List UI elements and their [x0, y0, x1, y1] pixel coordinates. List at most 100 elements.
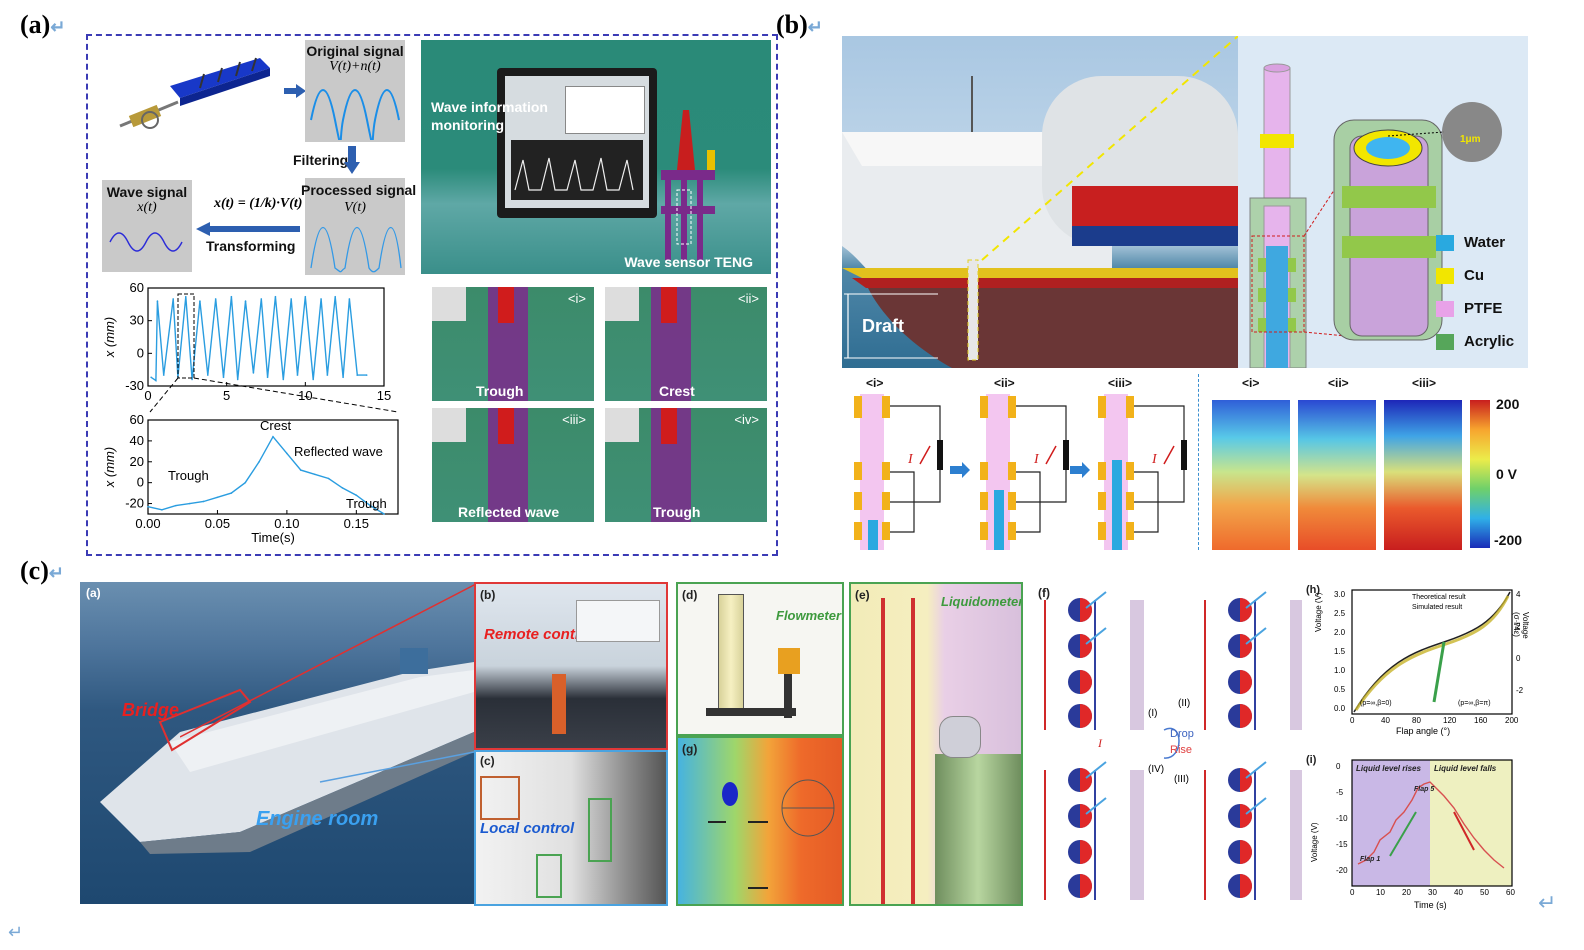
- flowmeter-photo: (d) Flowmeter: [676, 582, 844, 736]
- y-tick-label: -20: [125, 496, 144, 511]
- annotation: Trough: [168, 468, 209, 483]
- x-tick-label: 0.10: [274, 516, 299, 531]
- data-point: [244, 300, 247, 302]
- data-point: [214, 298, 217, 300]
- tick-label: 4: [1516, 590, 1521, 599]
- tick-label: -5: [1336, 788, 1344, 797]
- series-line: [150, 296, 367, 382]
- engine-room-label: Engine room: [256, 808, 379, 830]
- data-point: [161, 509, 163, 511]
- field-simulation: (g): [676, 736, 844, 906]
- tick-label: 3.0: [1334, 590, 1346, 599]
- x-tick-label: 5: [223, 388, 230, 403]
- x-tick-label: 0: [144, 388, 151, 403]
- tick-label: 2.5: [1334, 609, 1346, 618]
- filtering-label: Filtering: [293, 152, 349, 168]
- teng-structure: 1μm: [1238, 36, 1528, 369]
- data-point: [155, 379, 157, 382]
- series-line: [147, 435, 385, 515]
- tick-label: 50: [1480, 888, 1489, 897]
- data-point: [383, 513, 385, 515]
- data-point: [282, 378, 285, 381]
- annotation: Trough: [346, 496, 387, 511]
- chart-i: (i) Liquid level rises Liquid level fall…: [1306, 754, 1515, 910]
- tick-label: 0: [1516, 654, 1521, 663]
- data-point: [172, 298, 174, 300]
- transform-formula: x(t) = (1/k)·V(t): [214, 196, 303, 211]
- liquidometer-photo: (e) Liquidometer: [849, 582, 1023, 906]
- data-point: [313, 473, 316, 476]
- tick-label: 20: [1402, 888, 1411, 897]
- data-point: [252, 372, 255, 374]
- data-point: [260, 298, 263, 300]
- data-point: [147, 505, 149, 508]
- y-tick-label: 60: [130, 280, 144, 295]
- tick-label: 2: [1516, 622, 1521, 631]
- y-axis-label: x (mm): [102, 447, 117, 488]
- remote-control-photo: (b) Remote control: [474, 582, 668, 750]
- sub-photo-3: <iii> Reflected wave: [432, 408, 594, 522]
- data-point: [206, 374, 209, 376]
- y-axis-label: x (mm): [102, 317, 117, 358]
- y-tick-label: 30: [130, 313, 144, 328]
- tick-label: 1.5: [1334, 647, 1346, 656]
- annotation: Crest: [260, 418, 291, 433]
- data-point: [177, 376, 179, 379]
- data-point: [202, 500, 205, 503]
- y-tick-label: 0: [137, 345, 144, 360]
- data-point: [327, 477, 330, 480]
- x-axis-label: Time(s): [251, 530, 295, 545]
- data-point: [174, 504, 177, 507]
- data-point: [236, 378, 239, 381]
- return-mark: ↵: [8, 922, 24, 942]
- data-point: [334, 295, 337, 298]
- data-point: [222, 376, 225, 379]
- tick-label: 160: [1474, 716, 1488, 725]
- data-point: [191, 378, 193, 381]
- tick-label: -15: [1336, 840, 1348, 849]
- return-mark: ↵: [1538, 890, 1557, 915]
- y-tick-label: 0: [137, 475, 144, 490]
- tick-label: 80: [1412, 716, 1421, 725]
- legend-b: Water Cu PTFE Acrylic: [1436, 234, 1514, 350]
- data-point: [320, 298, 322, 300]
- data-point: [150, 376, 152, 379]
- flap-circuits: (f) Drop Rise (I) (II) (IV) (III) I: [1034, 580, 1305, 910]
- wave-signal-box: Wave signal x(t): [102, 180, 192, 272]
- plot-frame: [147, 419, 399, 515]
- potential-maps: <i> <ii> <iii> 200 0 V -200: [1212, 376, 1532, 552]
- tick-label: 40: [1381, 716, 1390, 725]
- tick-label: 2.0: [1334, 628, 1346, 637]
- data-point: [230, 492, 233, 494]
- data-point: [290, 298, 292, 300]
- data-point: [342, 376, 344, 379]
- data-point: [188, 502, 191, 505]
- data-point: [304, 295, 307, 298]
- data-point: [365, 374, 368, 376]
- tick-label: 0: [1350, 716, 1355, 725]
- data-point: [341, 487, 344, 489]
- data-point: [184, 295, 187, 298]
- data-point: [258, 460, 260, 463]
- data-point: [296, 374, 299, 376]
- data-point: [356, 374, 359, 376]
- annotation: Reflected wave: [294, 444, 383, 459]
- data-point: [216, 496, 219, 499]
- tick-label: 10: [1376, 888, 1385, 897]
- wave-sensor-label: Wave sensor TENG: [624, 254, 753, 270]
- wave-info-label: Wave information monitoring: [431, 99, 548, 133]
- tick-label: 0.0: [1334, 704, 1346, 713]
- panel-a-frame: [86, 34, 778, 556]
- data-point: [230, 295, 233, 298]
- data-point: [369, 504, 372, 507]
- tick-label: 0: [1336, 762, 1341, 771]
- y-tick-label: 40: [130, 433, 144, 448]
- data-point: [348, 298, 351, 300]
- x-tick-label: 10: [298, 388, 312, 403]
- panel-label-c: (c)↵: [20, 556, 64, 585]
- data-point: [156, 300, 159, 302]
- data-point: [286, 452, 288, 455]
- tick-label: 0.5: [1334, 685, 1346, 694]
